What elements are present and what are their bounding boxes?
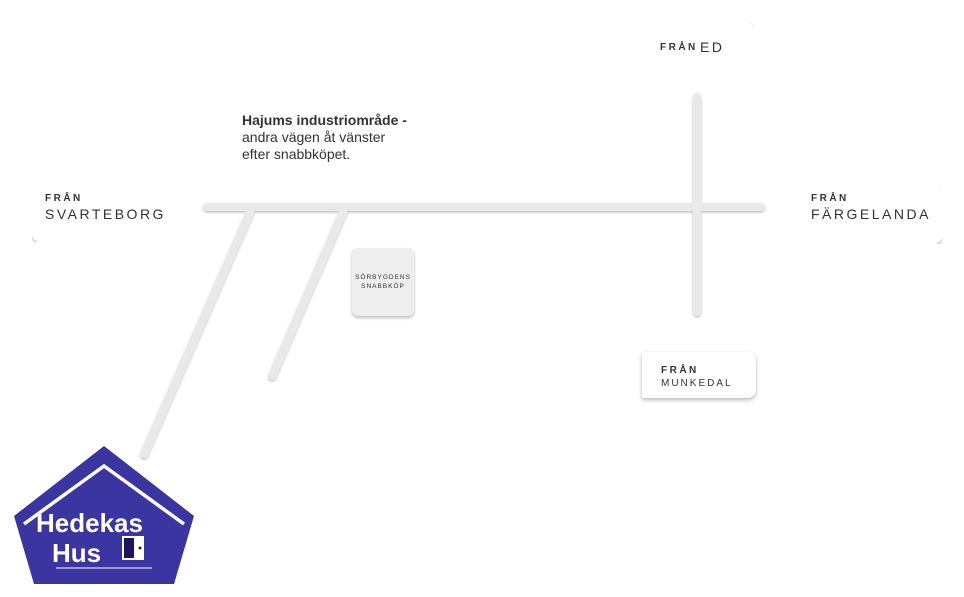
logo-text-line2: Hus	[52, 538, 101, 568]
logo-badge	[14, 446, 194, 584]
store-name-line: SNABBKÖP	[361, 283, 405, 290]
door-panel	[124, 538, 134, 558]
store-marker: SÖRBYGDENS SNABBKÖP	[352, 248, 414, 316]
sign-prefix: FRÅN	[811, 193, 849, 204]
hedekas-hus-logo: Hedekas Hus	[14, 446, 194, 584]
sign-place: FÄRGELANDA	[811, 206, 931, 222]
sign-place: ED	[700, 39, 725, 55]
door-knob	[138, 546, 142, 550]
sign-prefix: FRÅN	[45, 193, 83, 204]
road-hajum-industrial	[268, 208, 347, 380]
directions-annotation: Hajums industriområde - andra vägen åt v…	[242, 112, 442, 163]
road-to-hedekas-hus	[140, 208, 254, 458]
annotation-line: efter snabbköpet.	[242, 146, 351, 162]
roof-icon	[22, 463, 186, 526]
sign-from-fargelanda: FRÅN FÄRGELANDA	[786, 186, 942, 244]
sign-place: SVARTEBORG	[45, 206, 166, 222]
annotation-line: andra vägen åt vänster	[242, 129, 386, 145]
sign-prefix: FRÅN	[660, 42, 698, 53]
sign-from-munkedal: FRÅN MUNKEDAL	[642, 352, 756, 398]
sign-place: MUNKEDAL	[661, 378, 733, 389]
store-name-line: SÖRBYGDENS	[355, 274, 411, 281]
annotation-title: Hajums industriområde -	[242, 112, 407, 128]
sign-from-svarteborg: FRÅN SVARTEBORG	[32, 186, 188, 242]
sign-prefix: FRÅN	[661, 365, 699, 376]
logo-text-line1: Hedekas	[36, 508, 143, 538]
